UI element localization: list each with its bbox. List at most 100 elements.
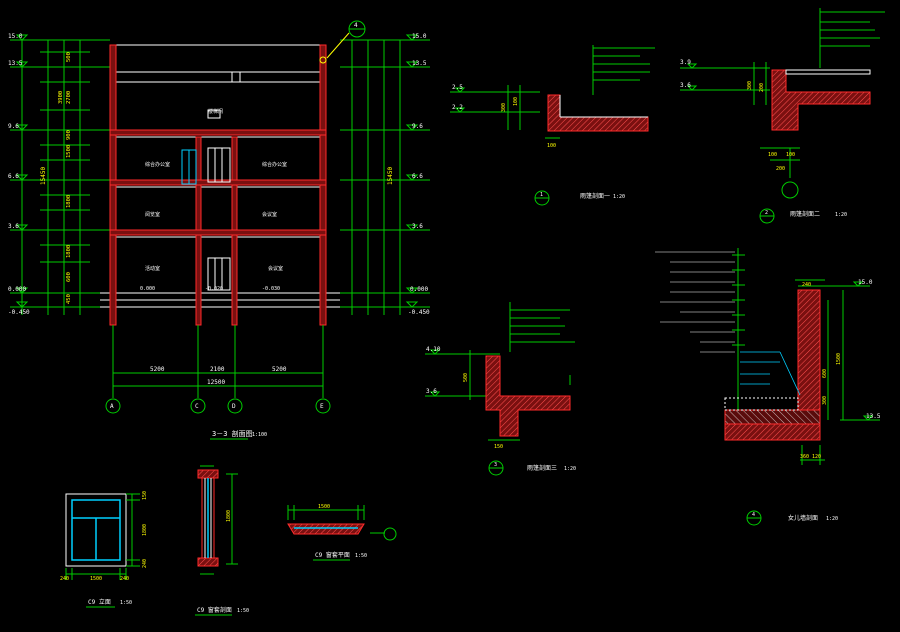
axis-label: A	[110, 403, 114, 410]
room-label: 阅览室	[145, 211, 160, 218]
bay-dimension: 5200	[150, 366, 165, 373]
detail-scale: 1:20	[613, 194, 625, 200]
detail-callout-number: 4	[354, 22, 358, 29]
parapet-wall	[797, 289, 821, 431]
room-label: 楼梯间	[208, 108, 223, 115]
dim-text: 1500	[90, 576, 102, 582]
detail-canopy-1: 2.5 2.2 300 100 100 1 雨篷剖面一 1:20	[450, 45, 655, 206]
building-section-outline	[100, 44, 340, 308]
axis-bubbles	[105, 398, 331, 414]
left-dim-text: 3900	[58, 91, 64, 104]
parapet-roof-slab	[724, 409, 821, 425]
dim-text: 500	[463, 373, 469, 382]
section-3-3: 15.0 13.5 9.6 6.6 3.6 0.000 -0.450 15450…	[8, 20, 430, 440]
drain-circle	[781, 181, 799, 199]
canopy-3-slab	[485, 355, 571, 437]
right-level-label: -0.450	[408, 309, 430, 316]
dim-text: 240	[142, 559, 148, 568]
left-dim-text: 2700	[66, 91, 72, 104]
left-level-label: 9.6	[8, 123, 19, 130]
window-elevation-scale: 1:50	[120, 600, 132, 606]
right-level-label: 15.0	[412, 33, 427, 40]
section-walls	[109, 44, 327, 326]
axis-label: E	[320, 403, 324, 410]
dim-text: 1800	[226, 510, 232, 522]
window-c9-plan: 1500 C9 窗套平面 1:50	[287, 504, 397, 561]
floor-level-value: -0.020	[205, 286, 223, 292]
dim-text: 240	[120, 576, 129, 582]
room-label: 会议室	[262, 211, 277, 218]
left-total-height: 15450	[40, 167, 47, 185]
canopy-1-slab	[547, 94, 649, 132]
dim-text: 200	[776, 166, 785, 172]
window-c9-section: 1800 C9 窗套剖面 1:50	[195, 465, 249, 616]
window-sill-bottom	[197, 557, 219, 567]
level-label: 4.10	[426, 346, 441, 353]
bay-dimension: 5200	[272, 366, 287, 373]
detail-number: 4	[752, 512, 755, 518]
detail-canopy-3: 4.10 3.6 500 150 3 雨篷剖面三 1:20	[425, 302, 576, 476]
detail-title: 雨篷剖面三	[527, 464, 557, 472]
room-label: 综合办公室	[145, 161, 170, 168]
dim-text: 600	[822, 369, 828, 378]
section-scale: 1:100	[252, 432, 267, 438]
detail-title: 雨篷剖面一	[580, 192, 610, 200]
window-plan-scale: 1:50	[355, 553, 367, 559]
section-title: 3－3 剖面图	[212, 429, 253, 438]
detail-scale: 1:20	[564, 466, 576, 472]
dim-text: 100	[786, 152, 795, 158]
parapet-layer-notes	[655, 251, 735, 353]
room-label: 综合办公室	[262, 161, 287, 168]
dim-text: 360	[800, 454, 809, 460]
window-plan-title: C9 窗套平面	[315, 551, 350, 559]
axis-label: D	[232, 403, 236, 410]
dim-text: 120	[812, 454, 821, 460]
detail-scale: 1:20	[835, 212, 847, 218]
right-level-label: 0.000	[410, 286, 428, 293]
left-level-label: 13.5	[8, 60, 23, 67]
level-label: 3.6	[426, 388, 437, 395]
left-level-label: 6.6	[8, 173, 19, 180]
left-level-label: 3.6	[8, 223, 19, 230]
dim-text: 100	[547, 143, 556, 149]
bottom-dimensions	[112, 325, 324, 398]
room-label: 会议室	[268, 265, 283, 272]
detail-title: 女儿墙剖面	[788, 514, 818, 522]
right-level-label: 6.6	[412, 173, 423, 180]
right-total-height: 15450	[387, 167, 394, 185]
detail-scale: 1:20	[826, 516, 838, 522]
floor-level-value: 0.000	[140, 286, 155, 292]
left-level-label: -0.450	[8, 309, 30, 316]
left-dim-text: 450	[66, 294, 72, 304]
window-elevation-title: C9 立面	[88, 598, 111, 606]
right-level-label: 9.6	[412, 123, 423, 130]
detail-number: 2	[765, 210, 768, 216]
window-section-title: C9 窗套剖面	[197, 606, 232, 614]
total-width-dimension: 12500	[207, 379, 225, 386]
window-plan-body	[287, 523, 365, 535]
dim-text: 200	[759, 83, 765, 92]
detail-number: 1	[540, 192, 543, 198]
right-level-label: 13.5	[412, 60, 427, 67]
axis-label: C	[195, 403, 199, 410]
bay-dimension: 2100	[210, 366, 225, 373]
dim-text: 240	[802, 282, 811, 288]
dim-text: 100	[768, 152, 777, 158]
left-dim-text: 1800	[66, 245, 72, 258]
parapet-insulation	[724, 397, 799, 411]
window-sill-top	[197, 469, 219, 479]
dim-text: 1500	[836, 353, 842, 365]
detail-number: 3	[494, 462, 497, 468]
left-level-label: 0.000	[8, 286, 26, 293]
dim-text: 300	[822, 396, 828, 405]
level-label: 2.5	[452, 84, 463, 91]
section-windows	[181, 109, 231, 291]
left-level-label: 15.0	[8, 33, 23, 40]
level-label: 13.5	[866, 413, 881, 420]
right-dimension-chain	[340, 34, 430, 315]
dim-text: 240	[60, 576, 69, 582]
dim-text: 1800	[142, 524, 148, 536]
detail-canopy-2: 3.9 3.6 300 200 100 100 200 2 雨篷剖面二 1:20	[680, 8, 885, 224]
canopy-2-slab	[771, 69, 871, 131]
left-dim-text: 1800	[66, 195, 72, 208]
